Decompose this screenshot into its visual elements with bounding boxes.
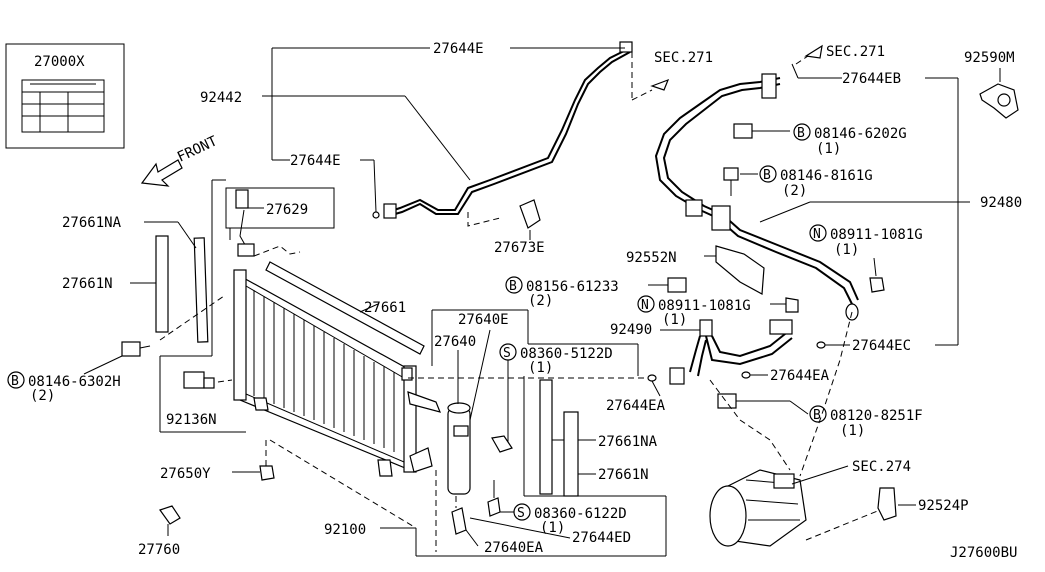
part-label-08146-6302H: 08146-6302H: [28, 374, 121, 390]
part-label-92136N: 92136N: [166, 412, 217, 428]
svg-text:(2): (2): [782, 183, 807, 199]
part-label-27000X: 27000X: [34, 54, 85, 70]
svg-text:(1): (1): [816, 141, 841, 157]
bolt-08120-8251F: B 08120-8251F (1): [717, 393, 923, 439]
sec271-arrow-a: SEC.271: [631, 50, 713, 101]
sec274-label: SEC.274: [852, 459, 911, 475]
svg-text:B: B: [797, 126, 805, 141]
part-label-27644EA-right: 27644EA: [770, 368, 830, 384]
part-label-08360-5122D: 08360-5122D: [520, 346, 613, 362]
part-label-92100: 92100: [324, 522, 366, 538]
hose-92480: [654, 73, 859, 321]
condenser-92100: [233, 269, 417, 473]
sec271-arrow-b: SEC.271: [795, 44, 885, 65]
part-label-27661NA-left: 27661NA: [62, 215, 122, 231]
part-label-92590M: 92590M: [964, 50, 1015, 66]
hose-92490: 92490: [610, 319, 793, 385]
bolt-08146-8161G: B 08146-8161G (2): [723, 165, 873, 199]
svg-text:(1): (1): [834, 242, 859, 258]
seal-27661N-left: 27661N: [62, 235, 169, 333]
seal-27661: 27661: [265, 261, 425, 355]
part-label-27640E: 27640E: [458, 312, 509, 328]
svg-text:(2): (2): [30, 388, 55, 404]
svg-text:B: B: [509, 279, 517, 294]
part-label-92442: 92442: [200, 90, 242, 106]
part-label-27644EC: 27644EC: [852, 338, 911, 354]
clip-27673E: 27673E: [494, 199, 545, 256]
receiver-drier-27640: 27640 27640E: [434, 312, 509, 495]
part-label-27661: 27661: [364, 300, 406, 316]
part-27640EA: 27640EA: [451, 496, 544, 556]
part-label-27644ED: 27644ED: [572, 530, 631, 546]
svg-text:(1): (1): [528, 360, 553, 376]
svg-text:S: S: [503, 346, 511, 361]
part-label-27644EA-left: 27644EA: [606, 398, 666, 414]
part-label-27661N-left: 27661N: [62, 276, 113, 292]
part-label-92480: 92480: [980, 195, 1022, 211]
svg-text:N: N: [641, 298, 649, 313]
kit-label-box: 27000X: [5, 43, 125, 149]
part-92524P: 92524P: [877, 487, 969, 521]
screw-08360-5122D: S 08360-5122D (1): [491, 343, 613, 453]
part-label-08120-8251F: 08120-8251F: [830, 408, 923, 424]
part-label-08146-6202G: 08146-6202G: [814, 126, 907, 142]
svg-text:B: B: [763, 168, 771, 183]
bolt-08156-61233: B 08156-61233 (2): [505, 276, 687, 309]
part-label-08911-1081G-a: 08911-1081G: [830, 227, 923, 243]
seal-27661N-right: 27661N: [563, 411, 649, 497]
part-label-92490: 92490: [610, 322, 652, 338]
svg-text:S: S: [517, 506, 525, 521]
diagram-reference-code: J27600BU: [950, 545, 1017, 561]
part-label-27760: 27760: [138, 542, 180, 558]
part-label-27650Y: 27650Y: [160, 466, 211, 482]
part-label-27661NA-right: 27661NA: [598, 434, 658, 450]
part-label-27644EB: 27644EB: [842, 71, 901, 87]
svg-text:B: B: [813, 408, 821, 423]
svg-text:(2): (2): [528, 293, 553, 309]
part-27650Y: 27650Y: [160, 440, 275, 482]
svg-text:B: B: [11, 374, 19, 389]
front-label: FRONT: [175, 133, 220, 166]
svg-text:(1): (1): [662, 312, 687, 328]
nut-08911-1081G-a: N 08911-1081G (1): [809, 224, 923, 293]
part-label-27644E-mid: 27644E: [290, 153, 341, 169]
compressor-sec274: SEC.274: [709, 459, 911, 547]
svg-text:(1): (1): [840, 423, 865, 439]
part-label-27644E-top: 27644E: [433, 41, 484, 57]
seal-27661NA-right: 27661NA: [539, 379, 658, 495]
part-27629: 27629: [225, 187, 335, 257]
svg-text:(1): (1): [540, 520, 565, 536]
sec271-label-b: SEC.271: [826, 44, 885, 60]
bolt-08146-6202G: B 08146-6202G (1): [733, 123, 907, 157]
part-92590M: 92590M: [964, 50, 1019, 119]
part-label-92552N: 92552N: [626, 250, 677, 266]
part-label-27629: 27629: [266, 202, 308, 218]
screw-08360-6122D: S 08360-6122D (1): [487, 480, 627, 536]
part-27760: 27760: [138, 505, 181, 558]
part-label-08911-1081G-b: 08911-1081G: [658, 298, 751, 314]
seal-27661NA-left: 27661NA: [62, 215, 209, 343]
nut-08911-1081G-b: N 08911-1081G (1): [637, 295, 799, 328]
part-92136N: 92136N: [166, 371, 233, 428]
part-label-08360-6122D: 08360-6122D: [534, 506, 627, 522]
bracket-92552N: 92552N: [626, 245, 765, 295]
svg-text:N: N: [813, 227, 821, 242]
part-label-08156-61233: 08156-61233: [526, 279, 619, 295]
sec271-label-a: SEC.271: [654, 50, 713, 66]
part-label-27640: 27640: [434, 334, 476, 350]
part-label-08146-8161G: 08146-8161G: [780, 168, 873, 184]
part-label-92524P: 92524P: [918, 498, 969, 514]
bolt-08146-6302H: B 08146-6302H (2): [7, 341, 151, 404]
pipe-92442: [383, 41, 633, 219]
part-label-27661N-right: 27661N: [598, 467, 649, 483]
part-label-27640EA: 27640EA: [484, 540, 544, 556]
part-label-27673E: 27673E: [494, 240, 545, 256]
front-arrow: FRONT: [140, 133, 220, 187]
